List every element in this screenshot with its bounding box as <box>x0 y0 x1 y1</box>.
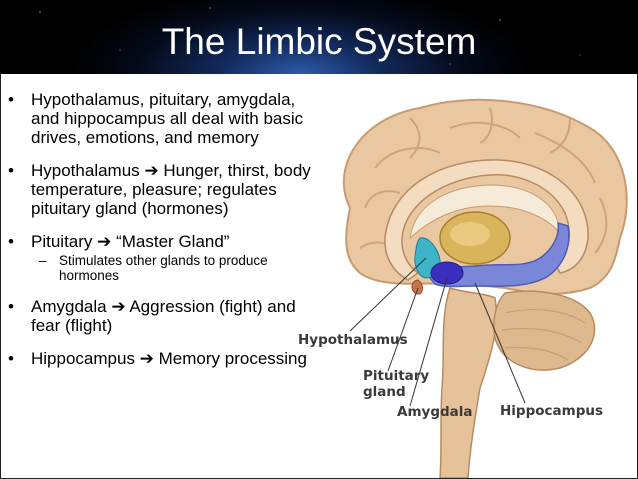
brain-illustration <box>342 98 628 478</box>
bullet-marker: • <box>8 297 14 316</box>
bullet-text: Hippocampus ➔ Memory processing <box>31 349 307 368</box>
cortex-folds <box>359 107 608 254</box>
label-pituitary-line2: gland <box>363 384 406 400</box>
sub-bullet-item: – Stimulates other glands to produce hor… <box>31 253 316 283</box>
hippocampus-shape <box>429 221 570 288</box>
bullet-marker: • <box>8 232 14 251</box>
starfield-background <box>39 7 581 65</box>
pituitary-shape <box>411 279 423 295</box>
bullet-list: • Hypothalamus, pituitary, amygdala, and… <box>6 90 316 382</box>
label-hippocampus: Hippocampus <box>500 403 604 419</box>
amygdala-shape <box>430 261 464 285</box>
sub-bullet-list: – Stimulates other glands to produce hor… <box>31 253 316 283</box>
leader-lines <box>349 257 526 407</box>
corpus-callosum <box>384 159 589 281</box>
bullet-item: • Amygdala ➔ Aggression (fight) and fear… <box>6 297 316 335</box>
slide-title: The Limbic System <box>161 21 477 62</box>
label-amygdala: Amygdala <box>397 404 473 420</box>
label-pituitary-line1: Pituitary <box>363 368 430 384</box>
bullet-marker: • <box>8 349 14 368</box>
bullet-item: • Hypothalamus, pituitary, amygdala, and… <box>6 90 316 147</box>
title-bar: The Limbic System <box>0 0 638 74</box>
bullet-item: • Hippocampus ➔ Memory processing <box>6 349 316 368</box>
bullet-item: • Hypothalamus ➔ Hunger, thirst, body te… <box>6 161 316 218</box>
brainstem <box>439 287 498 478</box>
bullet-marker: • <box>8 90 14 109</box>
bullet-text: Amygdala ➔ Aggression (fight) and fear (… <box>31 297 296 335</box>
bullet-text: Hypothalamus ➔ Hunger, thirst, body temp… <box>31 161 311 218</box>
sub-bullet-marker: – <box>39 253 47 268</box>
bullet-text: Hypothalamus, pituitary, amygdala, and h… <box>31 90 304 147</box>
sub-bullet-text: Stimulates other glands to produce hormo… <box>59 253 268 283</box>
bullet-marker: • <box>8 161 14 180</box>
bullet-item: • Pituitary ➔ “Master Gland” – Stimulate… <box>6 232 316 283</box>
bullet-text: Pituitary ➔ “Master Gland” <box>31 232 230 251</box>
label-hypothalamus: Hypothalamus <box>298 332 408 348</box>
